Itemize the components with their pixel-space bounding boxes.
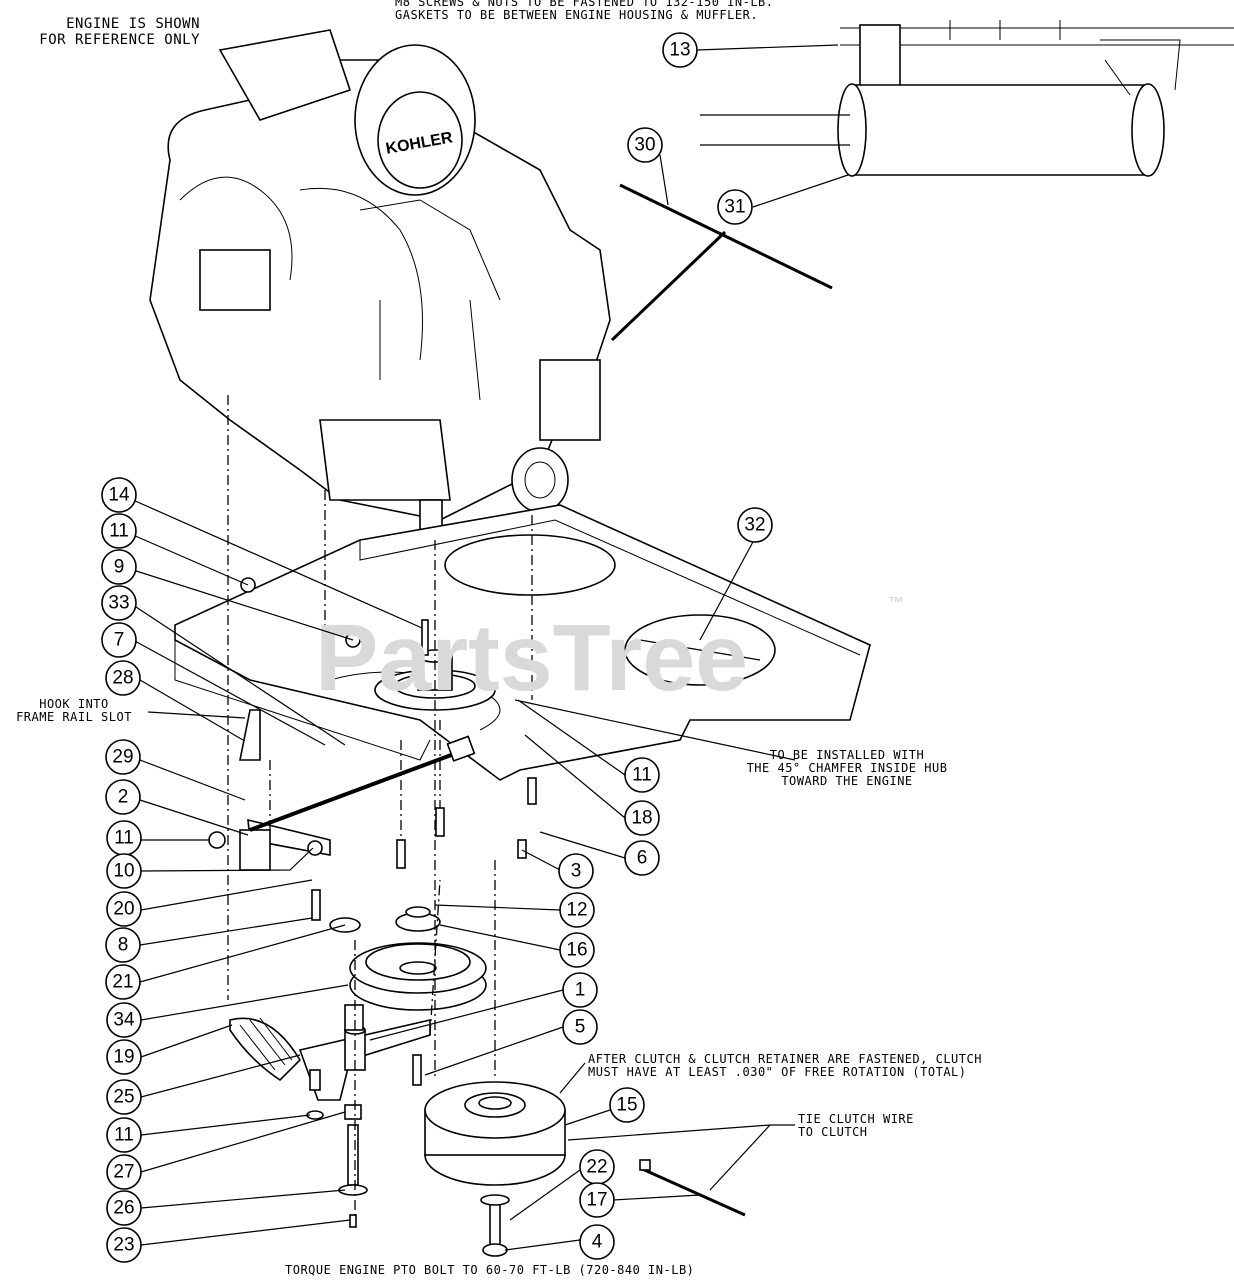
callout-15: 15 — [609, 1087, 645, 1123]
callout-12: 12 — [559, 892, 595, 928]
svg-text:20: 20 — [113, 899, 134, 920]
svg-text:11: 11 — [114, 828, 134, 849]
callout-21: 21 — [105, 964, 141, 1000]
svg-text:31: 31 — [724, 197, 745, 218]
callout-30: 30 — [627, 127, 663, 163]
callout-6: 6 — [624, 840, 660, 876]
engine: KOHLER — [149, 29, 611, 556]
callout-29: 29 — [105, 739, 141, 775]
svg-text:22: 22 — [586, 1157, 607, 1178]
callout-10: 10 — [106, 853, 142, 889]
callout-23: 23 — [106, 1227, 142, 1263]
svg-text:34: 34 — [113, 1010, 135, 1031]
callout-27: 27 — [106, 1154, 142, 1190]
callout-20: 20 — [106, 891, 142, 927]
svg-text:2: 2 — [118, 787, 129, 808]
svg-text:28: 28 — [112, 668, 133, 689]
callout-25: 25 — [106, 1079, 142, 1115]
svg-text:13: 13 — [669, 40, 690, 61]
hub-install-note: TO BE INSTALLED WITH THE 45° CHAMFER INS… — [746, 748, 948, 788]
callout-4: 4 — [579, 1224, 615, 1260]
svg-text:17: 17 — [586, 1190, 607, 1211]
callout-7: 7 — [101, 622, 137, 658]
callout-13: 13 — [662, 32, 698, 68]
callout-22: 22 — [579, 1149, 615, 1185]
svg-text:11: 11 — [114, 1125, 134, 1146]
engine-reference-note: ENGINE IS SHOWN FOR REFERENCE ONLY — [39, 16, 200, 48]
rod-30 — [610, 183, 833, 342]
callout-34: 34 — [106, 1002, 142, 1038]
svg-text:10: 10 — [113, 861, 134, 882]
centerlines — [227, 395, 533, 1220]
callouts: 13 30 31 32 14 11 9 33 7 28 29 2 11 10 2… — [101, 32, 773, 1263]
callout-11-a: 11 — [101, 513, 137, 549]
svg-text:30: 30 — [634, 135, 655, 156]
svg-text:15: 15 — [616, 1095, 637, 1116]
callout-19: 19 — [106, 1039, 142, 1075]
callout-31: 31 — [717, 189, 753, 225]
watermark-tm: ™ — [888, 595, 904, 612]
callout-11-d: 11 — [624, 757, 660, 793]
svg-text:11: 11 — [109, 521, 129, 542]
pto-torque-note: TORQUE ENGINE PTO BOLT TO 60-70 FT-LB (7… — [285, 1263, 695, 1277]
callout-28: 28 — [105, 660, 141, 696]
watermark-brand: PartsTree — [315, 605, 748, 711]
callout-8: 8 — [105, 927, 141, 963]
svg-text:3: 3 — [571, 861, 582, 882]
svg-text:26: 26 — [113, 1198, 134, 1219]
callout-18: 18 — [624, 800, 660, 836]
callout-14: 14 — [101, 477, 137, 513]
callout-32: 32 — [737, 507, 773, 543]
svg-text:11: 11 — [632, 765, 652, 786]
callout-33: 33 — [101, 585, 137, 621]
callout-3: 3 — [558, 853, 594, 889]
svg-text:32: 32 — [744, 515, 765, 536]
svg-text:19: 19 — [113, 1047, 134, 1068]
svg-text:7: 7 — [114, 630, 125, 651]
watermark: PartsTree ™ — [315, 595, 904, 711]
callout-16: 16 — [559, 932, 595, 968]
clutch-rotation-note: AFTER CLUTCH & CLUTCH RETAINER ARE FASTE… — [588, 1052, 982, 1079]
muffler — [700, 20, 1234, 177]
callout-5: 5 — [562, 1009, 598, 1045]
svg-text:4: 4 — [592, 1232, 603, 1253]
svg-text:25: 25 — [113, 1087, 134, 1108]
svg-text:1: 1 — [575, 980, 586, 1001]
svg-text:8: 8 — [118, 935, 129, 956]
svg-text:27: 27 — [113, 1162, 134, 1183]
callout-1: 1 — [562, 972, 598, 1008]
callout-11-b: 11 — [106, 820, 142, 856]
muffler-torque-note: M8 SCREWS & NUTS TO BE FASTENED TO 132-1… — [395, 0, 774, 22]
svg-text:16: 16 — [566, 940, 587, 961]
hook-into-note: HOOK INTO FRAME RAIL SLOT — [16, 697, 132, 724]
svg-text:29: 29 — [112, 747, 133, 768]
svg-text:5: 5 — [575, 1017, 586, 1038]
callout-9: 9 — [101, 549, 137, 585]
leader-lines — [132, 44, 849, 1251]
svg-text:12: 12 — [566, 900, 587, 921]
svg-text:6: 6 — [637, 848, 648, 869]
idler-assembly — [229, 709, 476, 1228]
callout-2: 2 — [105, 779, 141, 815]
svg-text:21: 21 — [112, 972, 133, 993]
engine-deck — [174, 504, 871, 781]
svg-text:18: 18 — [631, 808, 652, 829]
svg-text:23: 23 — [113, 1235, 134, 1256]
svg-text:14: 14 — [108, 485, 130, 506]
idler-pulley-34 — [329, 906, 487, 1011]
svg-text:33: 33 — [108, 593, 129, 614]
pto-clutch — [424, 1081, 746, 1257]
callout-11-c: 11 — [106, 1117, 142, 1153]
callout-26: 26 — [106, 1190, 142, 1226]
svg-text:9: 9 — [114, 557, 125, 578]
tie-clutch-wire-note: TIE CLUTCH WIRE TO CLUTCH — [798, 1112, 914, 1139]
callout-17: 17 — [579, 1182, 615, 1218]
